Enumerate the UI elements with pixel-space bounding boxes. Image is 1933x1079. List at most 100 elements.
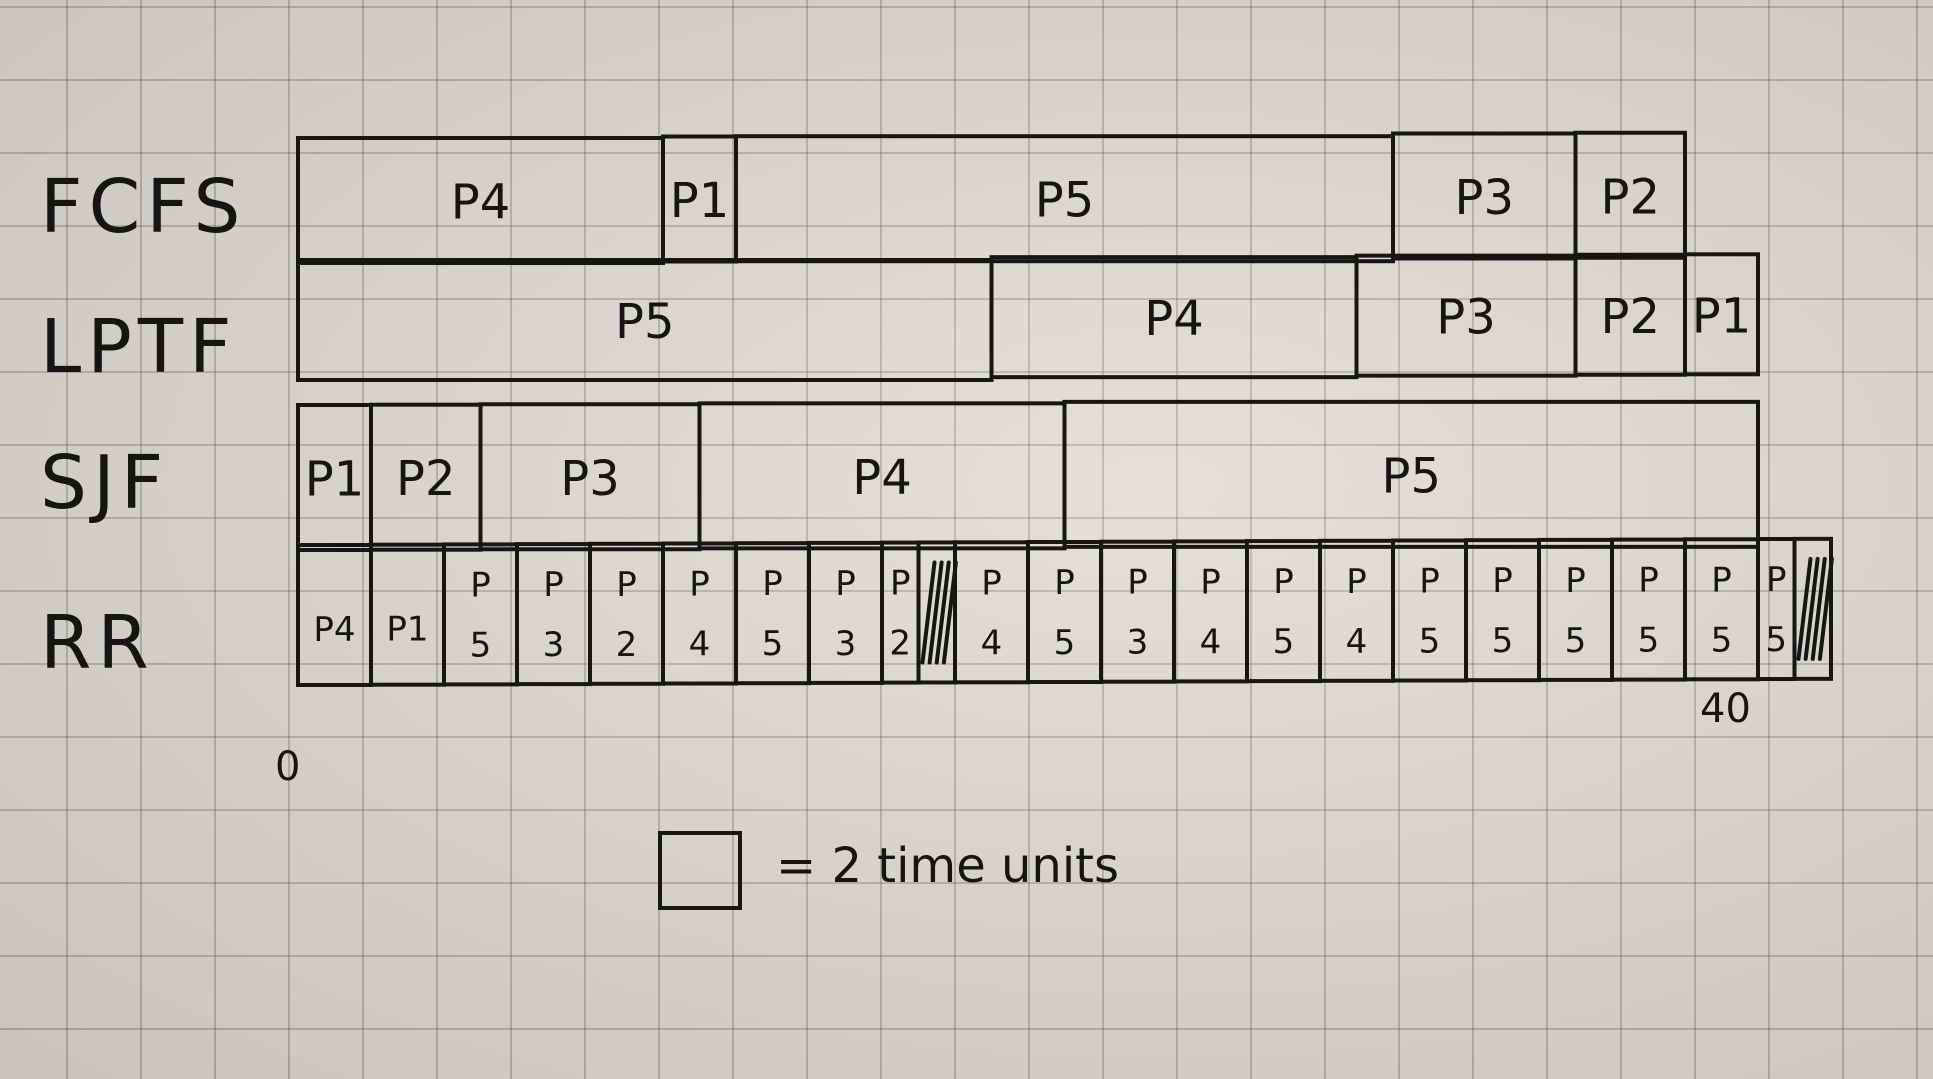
row-sjf: P1 P2 P3 P4 P5 [296,399,1760,552]
block-rr-7: P3 [807,540,884,685]
block-outline [1062,399,1760,549]
rr-process-number: 4 [1346,622,1368,662]
block-rr-20: P5 [1683,537,1760,682]
process-label: P2 [1601,169,1660,225]
block-rr-19: P5 [1610,537,1687,682]
idle-hatch-mark [920,560,937,665]
block-rr-12: P3 [1099,539,1176,684]
process-label: P5 [1382,448,1441,504]
rr-process-letter: P [981,563,1002,603]
rr-process-number: 5 [1054,623,1076,663]
block-rr-11: P5 [1026,540,1103,684]
block-lptf-0: P5 [296,258,994,382]
rr-process-letter: P [1127,563,1148,603]
row-fcfs: P4 P1 P5 P3 P2 [296,130,1687,265]
rr-process-number: 5 [470,625,492,665]
rr-process-letter: P [762,564,783,604]
rr-process-number: 4 [689,625,711,665]
rr-process-letter: P [890,564,911,604]
block-sjf-0: P1 [296,403,373,552]
block-sjf-1: P2 [369,402,483,552]
process-label: P2 [1601,289,1660,345]
idle-hatch-mark [934,560,951,665]
rr-process-letter: P [689,565,710,605]
rr-process-letter: P [1492,561,1513,601]
block-rr-14: P5 [1245,539,1322,684]
rr-process-letter: P [470,565,491,605]
rr-process-letter: P1 [386,610,428,650]
block-sjf-4: P5 [1062,399,1760,549]
block-outline [1683,252,1760,377]
block-rr-6: P5 [734,541,811,686]
block-sjf-2: P3 [478,402,702,552]
block-outline [1573,130,1687,260]
rr-process-letter: P [835,564,856,604]
rr-process-number: 4 [1200,622,1222,662]
rr-process-letter: P [1419,562,1440,602]
rr-process-letter: P [1711,560,1732,600]
process-label: P1 [305,452,364,508]
block-rr-1: P1 [369,542,446,687]
block-rr-5: P4 [661,541,738,686]
time-axis: 0 40 [275,686,1751,790]
idle-hatch-mark [1796,556,1813,661]
rr-process-number: 2 [616,625,638,665]
block-rr-0: P4 [296,543,373,687]
block-rr-4: P2 [588,541,665,686]
block-fcfs-2: P5 [734,134,1395,264]
process-label: P3 [1455,170,1514,226]
block-rr-9 [916,540,958,685]
rr-process-number: 5 [1638,621,1660,661]
block-rr-8: P2 [880,540,921,685]
block-fcfs-4: P2 [1573,130,1687,260]
block-rr-21: P5 [1756,537,1797,681]
process-label: P3 [1436,290,1495,346]
process-label: P2 [396,451,455,507]
legend-unit-box [658,831,742,910]
rr-process-number: 5 [1765,620,1787,660]
block-rr-17: P5 [1464,538,1541,683]
block-rr-15: P4 [1318,538,1395,683]
block-rr-16: P5 [1391,538,1468,683]
block-outline [1792,536,1833,681]
rr-process-letter: P4 [313,610,355,650]
row-lptf: P5 P4 P3 P2 P1 [296,252,1760,382]
row-label-sjf: SJF [40,440,169,526]
block-fcfs-1: P1 [661,134,738,264]
rr-process-letter: P [1273,562,1294,602]
block-lptf-1: P4 [989,255,1359,380]
block-sjf-3: P4 [697,401,1067,551]
rr-process-number: 3 [543,625,565,665]
process-label: P5 [1035,173,1094,229]
row-label-lptf: LPTF [40,304,238,390]
block-rr-10: P4 [953,540,1030,685]
rr-process-letter: P [1565,561,1586,601]
process-label: P5 [615,294,674,350]
process-label: P1 [670,173,729,229]
idle-hatch-mark [1817,556,1834,661]
row-label-fcfs: FCFS [40,164,246,250]
block-rr-18: P5 [1537,537,1614,682]
rr-process-letter: P [1054,563,1075,603]
axis-start-label: 0 [275,744,300,790]
rr-process-letter: P [1766,560,1787,600]
block-fcfs-3: P3 [1391,131,1578,261]
block-rr-2: P5 [442,542,519,687]
rr-process-number: 5 [1492,621,1514,661]
rr-process-number: 5 [762,624,784,664]
rr-process-letter: P [1638,561,1659,601]
process-label: P1 [1692,288,1751,344]
rr-process-number: 5 [1419,622,1441,662]
process-label: P4 [451,175,510,231]
rr-process-letter: P [543,565,564,605]
process-label: P4 [1144,291,1203,347]
process-label: P4 [852,450,911,506]
rr-process-number: 5 [1711,620,1733,660]
block-lptf-4: P1 [1683,252,1760,377]
rr-process-letter: P [1346,562,1367,602]
idle-hatch-mark [927,560,944,665]
